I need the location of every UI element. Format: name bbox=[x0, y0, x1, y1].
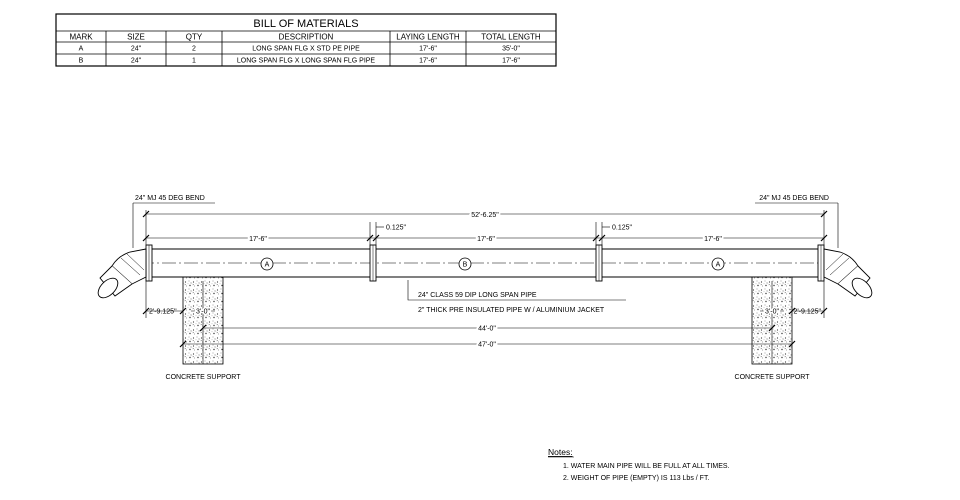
offset-dimension-left: 2'-9.125" bbox=[149, 309, 177, 316]
bom-cell: 35'-0" bbox=[502, 46, 520, 53]
segment-length-dimension-3: 17'-6" bbox=[704, 236, 722, 243]
bom-title: BILL OF MATERIALS bbox=[253, 18, 358, 30]
mark-bubble-a-left bbox=[260, 257, 274, 271]
segment-length-dimension-2: 17'-6" bbox=[477, 236, 495, 243]
bom-cell: 2 bbox=[192, 46, 196, 53]
segment-length-dimension-1: 17'-6" bbox=[249, 236, 267, 243]
gap-dimension-right: 0.125" bbox=[612, 225, 633, 232]
bom-cell: 24" bbox=[131, 58, 142, 65]
bom-cell: 17'-6" bbox=[419, 58, 437, 65]
bend-label-left: 24" MJ 45 DEG BEND bbox=[135, 195, 205, 202]
note-item-1: 1. WATER MAIN PIPE WILL BE FULL AT ALL T… bbox=[563, 463, 730, 470]
inner-span-dimension: 44'-0" bbox=[478, 326, 496, 333]
bill-of-materials-table bbox=[55, 13, 557, 67]
overall-length-dimension: 52'-6.25" bbox=[471, 212, 499, 219]
mark-label: A bbox=[716, 262, 721, 269]
bom-cell: LONG SPAN FLG X STD PE PIPE bbox=[252, 46, 360, 53]
support-width-left: 3'-0" bbox=[196, 309, 210, 316]
bom-header-laying-length: LAYING LENGTH bbox=[396, 33, 460, 42]
note-item-2: 2. WEIGHT OF PIPE (EMPTY) IS 113 Lbs / F… bbox=[563, 475, 709, 482]
mark-bubble-b bbox=[458, 257, 472, 271]
concrete-support-label-left: CONCRETE SUPPORT bbox=[166, 374, 242, 381]
bom-cell: A bbox=[79, 46, 84, 53]
pipe-note-class: 24" CLASS 59 DIP LONG SPAN PIPE bbox=[418, 292, 537, 299]
offset-dimension-right: 2'-9.125" bbox=[793, 309, 821, 316]
bom-cell: 17'-6" bbox=[502, 58, 520, 65]
bend-left-45 bbox=[97, 248, 147, 299]
mark-bubble-a-right bbox=[711, 257, 725, 271]
bom-header-size: SIZE bbox=[127, 33, 145, 42]
bend-label-right: 24" MJ 45 DEG BEND bbox=[759, 195, 829, 202]
bom-header-qty: QTY bbox=[186, 33, 203, 42]
outer-span-dimension: 47'-0" bbox=[478, 342, 496, 349]
bom-header-mark: MARK bbox=[69, 33, 93, 42]
bom-cell: B bbox=[79, 58, 84, 65]
pipe-note-insulation: 2" THICK PRE INSULATED PIPE W / ALUMINIU… bbox=[418, 307, 605, 314]
bom-header-description: DESCRIPTION bbox=[279, 33, 334, 42]
notes-title: Notes: bbox=[548, 447, 573, 457]
dimension-lines bbox=[132, 202, 839, 364]
gap-dimension-left: 0.125" bbox=[386, 225, 407, 232]
bom-cell: 1 bbox=[192, 58, 196, 65]
bend-right-45 bbox=[823, 248, 873, 299]
bom-cell: 17'-6" bbox=[419, 46, 437, 53]
support-width-right: 3'-0" bbox=[765, 309, 779, 316]
mark-label: B bbox=[463, 262, 468, 269]
bom-header-total-length: TOTAL LENGTH bbox=[481, 33, 541, 42]
pipe-run bbox=[118, 248, 855, 278]
bom-cell: LONG SPAN FLG X LONG SPAN FLG PIPE bbox=[237, 58, 376, 65]
concrete-support-label-right: CONCRETE SUPPORT bbox=[735, 374, 811, 381]
mark-label: A bbox=[265, 262, 270, 269]
bom-cell: 24" bbox=[131, 46, 142, 53]
